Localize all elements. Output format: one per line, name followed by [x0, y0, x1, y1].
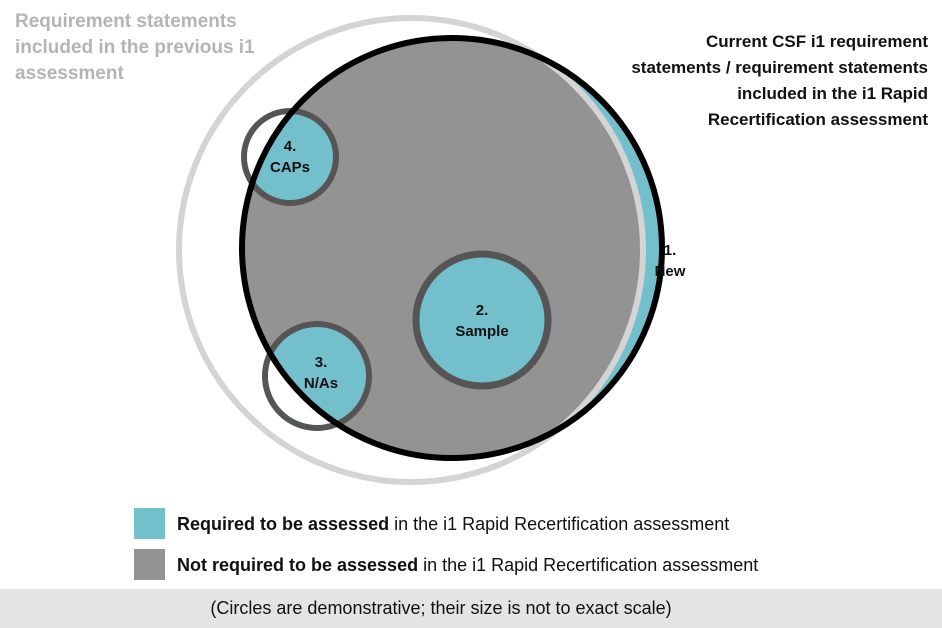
caps-text: CAPs [269, 159, 310, 176]
sample-circle [412, 250, 552, 390]
legend-text-required: Required to be assessed in the i1 Rapid … [177, 513, 730, 534]
new-text: New [654, 263, 686, 280]
previous-assessment-label: Requirement statements included in the p… [15, 11, 255, 84]
sample-number: 2. [475, 302, 489, 319]
sample-text: Sample [455, 323, 509, 340]
caps-label: 4. CAPs [260, 136, 320, 178]
current-assessment-label: Current CSF i1 requirement statements / … [631, 32, 928, 129]
legend-swatch-required [134, 508, 165, 539]
na-label: 3. N/As [291, 352, 351, 394]
new-label: 1. New [640, 240, 700, 282]
legend-item-required: Required to be assessed in the i1 Rapid … [177, 508, 729, 540]
legend-item-not-required: Not required to be assessed in the i1 Ra… [177, 549, 758, 581]
legend-text-not-required: Not required to be assessed in the i1 Ra… [177, 554, 759, 575]
current-assessment-circle [239, 35, 665, 461]
footnote-bar: (Circles are demonstrative; their size i… [0, 589, 942, 628]
footnote-text: (Circles are demonstrative; their size i… [210, 598, 672, 618]
na-text: N/As [303, 375, 339, 392]
legend-swatch-not-required [134, 549, 165, 580]
sample-label: 2. Sample [442, 300, 522, 342]
previous-assessment-circle [176, 15, 646, 485]
caps-number: 4. [283, 138, 297, 155]
new-number: 1. [663, 242, 677, 259]
na-number: 3. [314, 354, 328, 371]
